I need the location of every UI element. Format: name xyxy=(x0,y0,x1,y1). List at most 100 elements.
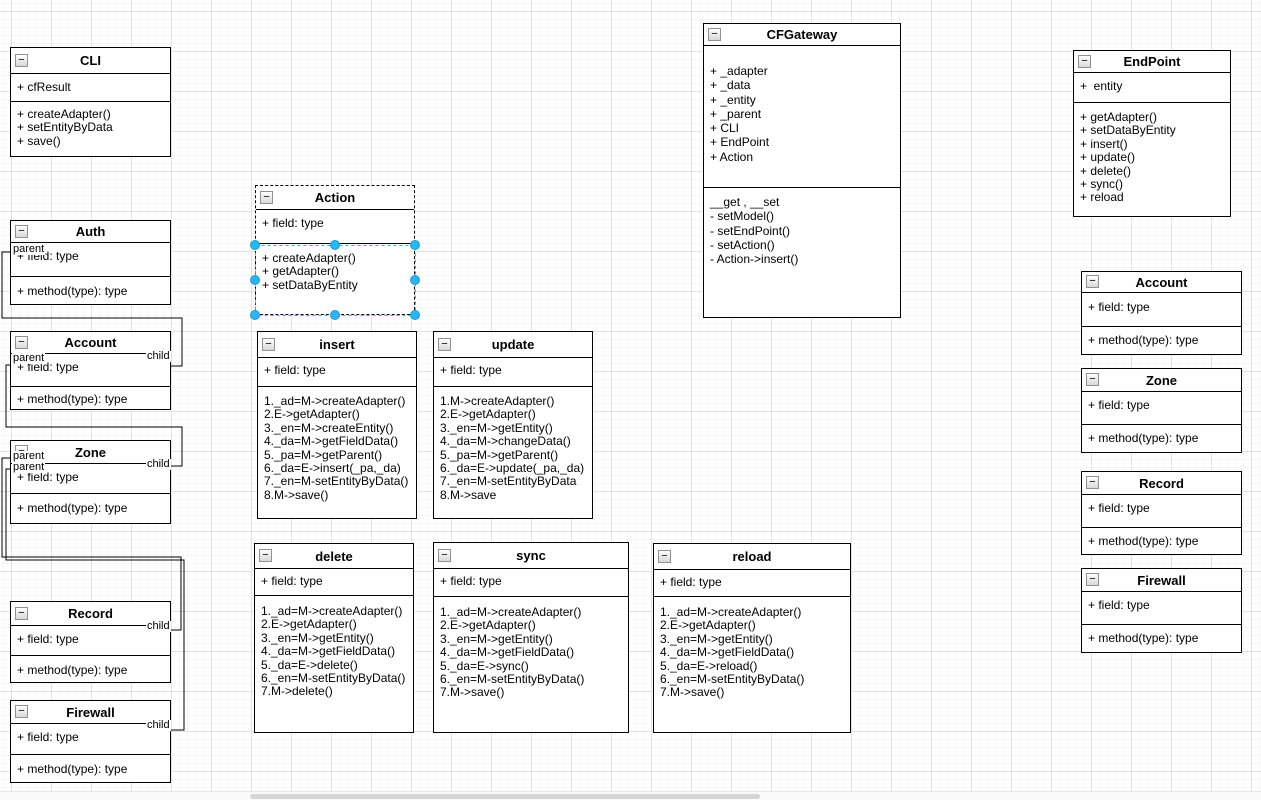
class-attributes-section[interactable]: + field: type xyxy=(256,210,414,244)
collapse-icon[interactable]: − xyxy=(1086,275,1099,288)
method-line[interactable]: 2.E->getAdapter() xyxy=(440,407,536,422)
method-line[interactable]: 2.E->getAdapter() xyxy=(660,618,756,633)
method-line[interactable]: 3._en=M->getEntity() xyxy=(440,420,553,435)
edge-label-parent[interactable]: parent xyxy=(12,352,46,364)
class-record-left[interactable]: −Record+ field: type+ method(type): type xyxy=(10,601,171,683)
method-line[interactable]: - Action->insert() xyxy=(710,252,799,267)
class-record-right[interactable]: −Record+ field: type+ method(type): type xyxy=(1081,471,1242,555)
class-attributes-section[interactable]: + field: type xyxy=(1082,392,1241,425)
class-attributes-section[interactable]: + field: type xyxy=(1082,293,1241,327)
horizontal-scrollbar-track[interactable] xyxy=(0,791,1261,800)
method-line[interactable]: 4._da=M->getFieldData() xyxy=(660,645,795,660)
class-zone-right[interactable]: −Zone+ field: type + method(type): type xyxy=(1081,368,1242,453)
class-attributes-section[interactable]: + field: type xyxy=(1082,495,1241,528)
attribute-line[interactable]: + _parent xyxy=(710,106,762,121)
method-line[interactable]: 1._ad=M->createAdapter() xyxy=(261,604,403,618)
method-line[interactable]: 6._en=M-setEntityByData() xyxy=(261,671,406,686)
class-methods-section[interactable]: + method(type): type xyxy=(11,387,170,406)
edge-label-parent[interactable]: parent xyxy=(12,450,46,462)
class-methods-section[interactable]: + method(type): type xyxy=(11,277,170,298)
class-methods-section[interactable]: 1._ad=M->createAdapter()2.E->getAdapter(… xyxy=(434,597,628,700)
edge-label-parent[interactable]: parent xyxy=(12,243,46,255)
class-title-bar[interactable]: −CLI xyxy=(11,48,170,74)
method-line[interactable]: 5._pa=M->getParent() xyxy=(264,447,383,462)
class-methods-section[interactable]: __get , __set- setModel()- setEndPoint()… xyxy=(704,188,900,266)
class-title-bar[interactable]: −Firewall xyxy=(11,701,170,724)
method-line[interactable]: 1._ad=M->createAdapter() xyxy=(264,394,406,408)
class-methods-section[interactable]: 1.M->createAdapter()2.E->getAdapter()3._… xyxy=(434,387,592,502)
class-title-bar[interactable]: −insert xyxy=(258,332,416,358)
class-attributes-section[interactable]: + field: type xyxy=(11,354,170,387)
class-attributes-section[interactable]: + field: type xyxy=(11,464,170,494)
class-account-right[interactable]: −Account+ field: type+ method(type): typ… xyxy=(1081,271,1242,355)
class-title-bar[interactable]: −Zone xyxy=(1082,369,1241,392)
method-line[interactable]: 8.M->save() xyxy=(264,487,329,502)
method-line[interactable]: 1.M->createAdapter() xyxy=(440,394,555,408)
class-attributes-section[interactable]: + field: type xyxy=(434,569,628,597)
attribute-line[interactable]: + field: type xyxy=(660,575,722,589)
class-methods-section[interactable]: + method(type): type xyxy=(11,656,170,677)
method-line[interactable]: 6._en=M-setEntityByData() xyxy=(660,672,805,687)
method-line[interactable]: + method(type): type xyxy=(1088,431,1199,445)
method-line[interactable]: + createAdapter() xyxy=(17,107,111,121)
method-line[interactable]: + method(type): type xyxy=(17,501,128,515)
method-line[interactable]: 4._da=M->changeData() xyxy=(440,434,571,449)
method-line[interactable]: - setModel() xyxy=(710,209,775,224)
class-methods-section[interactable]: 1._ad=M->createAdapter()2.E->getAdapter(… xyxy=(654,597,850,700)
collapse-icon[interactable]: − xyxy=(15,606,28,620)
class-methods-section[interactable]: + method(type): type xyxy=(11,755,170,776)
class-methods-section[interactable]: + createAdapter()+ getAdapter()+ setData… xyxy=(256,244,414,292)
class-reload[interactable]: −reload + field: type 1._ad=M->createAdapt… xyxy=(653,543,851,733)
class-title-bar[interactable]: −sync xyxy=(434,543,628,569)
method-line[interactable]: 5._pa=M->getParent() xyxy=(440,447,559,462)
class-title-bar[interactable]: −Auth xyxy=(11,221,170,243)
class-title-bar[interactable]: −EndPoint xyxy=(1074,51,1230,73)
class-title-bar[interactable]: −update xyxy=(434,332,592,358)
attribute-line[interactable]: + field: type xyxy=(1088,300,1150,314)
class-attributes-section[interactable]: + field: type xyxy=(654,570,850,597)
method-line[interactable]: - setAction() xyxy=(710,237,775,252)
method-line[interactable]: 3._en=M->getEntity() xyxy=(440,631,553,646)
attribute-line[interactable]: + field: type xyxy=(17,632,79,646)
class-methods-section[interactable]: + createAdapter()+ setEntityByData+ save… xyxy=(11,102,170,148)
method-line[interactable]: - setEndPoint() xyxy=(710,223,791,238)
collapse-icon[interactable]: − xyxy=(259,549,272,562)
edge-label-parent[interactable]: parent xyxy=(12,461,46,473)
class-attributes-section[interactable]: + field: type xyxy=(11,724,170,755)
collapse-icon[interactable]: − xyxy=(15,53,28,67)
class-endpoint[interactable]: −EndPoint+ entity+ getAdapter()+ setData… xyxy=(1073,50,1231,217)
class-title-bar[interactable]: −Firewall xyxy=(1082,569,1241,592)
class-methods-section[interactable]: + method(type): type xyxy=(1082,425,1241,445)
class-title-bar[interactable]: −reload xyxy=(654,544,850,570)
method-line[interactable]: + sync() xyxy=(1080,177,1124,192)
attribute-line[interactable]: + field: type xyxy=(1088,501,1150,515)
method-line[interactable]: + method(type): type xyxy=(17,663,128,677)
class-attributes-section[interactable]: + field: type xyxy=(255,569,413,596)
method-line[interactable]: + method(type): type xyxy=(17,284,128,298)
method-line[interactable]: + delete() xyxy=(1080,163,1132,178)
edge-label-child[interactable]: child xyxy=(146,719,171,731)
collapse-icon[interactable]: − xyxy=(708,27,721,41)
edge-label-child[interactable]: child xyxy=(146,620,171,632)
method-line[interactable]: + save() xyxy=(17,133,61,148)
collapse-icon[interactable]: − xyxy=(438,548,451,562)
class-attributes-section[interactable]: + field: type xyxy=(1082,592,1241,625)
uml-connector-auth-account[interactable] xyxy=(1,251,183,367)
collapse-icon[interactable]: − xyxy=(15,224,28,238)
attribute-line[interactable]: + field: type xyxy=(17,360,79,374)
method-line[interactable]: 4._da=M->getFieldData() xyxy=(440,645,575,660)
collapse-icon[interactable]: − xyxy=(658,549,671,563)
method-line[interactable]: + method(type): type xyxy=(17,392,128,406)
class-action[interactable]: −Action+ field: type+ createAdapter()+ g… xyxy=(255,185,415,315)
method-line[interactable]: + insert() xyxy=(1080,136,1128,151)
attribute-line[interactable]: + field: type xyxy=(1088,598,1150,612)
collapse-icon[interactable]: − xyxy=(15,335,28,349)
method-line[interactable]: 7.M->save() xyxy=(660,685,725,700)
attribute-line[interactable]: + field: type xyxy=(440,363,502,377)
method-line[interactable]: 4._da=M->getFieldData() xyxy=(264,434,399,449)
class-firewall-left[interactable]: −Firewall+ field: type+ method(type): ty… xyxy=(10,700,171,783)
class-methods-section[interactable]: + method(type): type xyxy=(1082,625,1241,645)
method-line[interactable]: + method(type): type xyxy=(1088,333,1199,347)
